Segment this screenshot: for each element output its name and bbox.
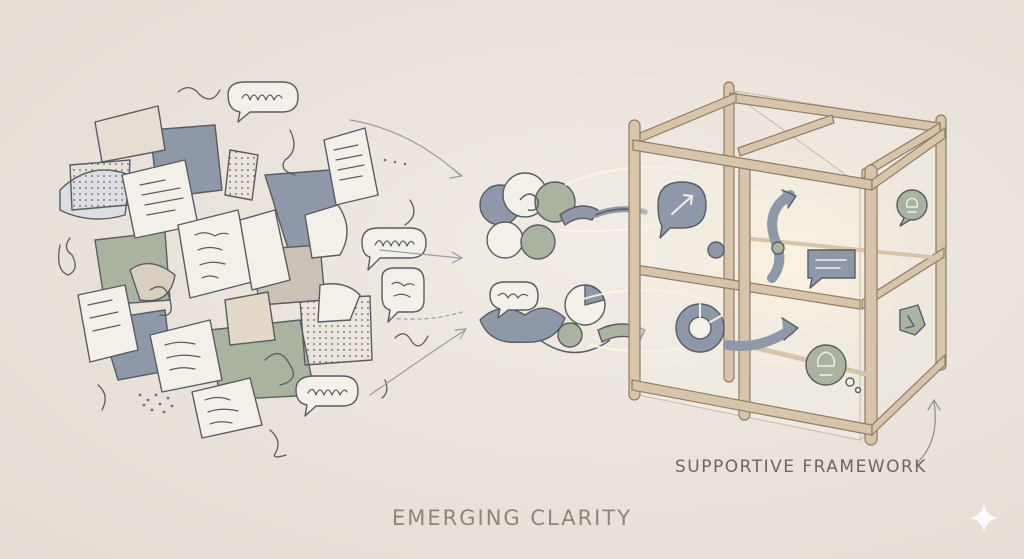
wooden-rail [737, 114, 835, 157]
wooden-post [738, 164, 751, 421]
paper-sheet [149, 319, 223, 393]
label-pointer [917, 401, 936, 463]
dotted-scrap [69, 159, 131, 211]
forward-arrow-icon [723, 317, 799, 351]
framework-label: SUPPORTIVE FRAMEWORK [675, 457, 927, 477]
paper-sheet [77, 284, 139, 363]
arrow-speech-bubble-icon [657, 181, 707, 239]
pie-segment-icon [675, 303, 725, 353]
dot-icon [771, 241, 785, 255]
wooden-rail [861, 246, 945, 311]
chaotic-paper-pile [57, 81, 429, 458]
wooden-post [935, 114, 947, 371]
paper-sheet [304, 204, 348, 259]
lightbulb-bubble-icon [805, 344, 862, 394]
supportive-framework [628, 81, 947, 463]
wooden-rail [871, 126, 946, 192]
dot-icon [707, 241, 725, 259]
paper-sheet [121, 159, 199, 239]
speech-bubble-icon [381, 267, 425, 323]
paper-sheet [317, 283, 361, 323]
wooden-rail [639, 92, 737, 143]
chat-message-icon [807, 249, 856, 289]
wooden-post [723, 81, 735, 383]
curved-arrow-icon [767, 189, 797, 283]
sparkle-icon [967, 501, 1001, 535]
flow-arrows [349, 119, 468, 396]
lightbulb-bubble-icon [896, 189, 928, 227]
paper-sheet [94, 105, 166, 163]
paper-sheet [191, 377, 263, 439]
dotted-scrap [224, 149, 259, 201]
down-arrow-icon [899, 304, 926, 336]
label-pointer-head [927, 398, 941, 411]
clarifying-cluster-upper [479, 172, 648, 260]
scribble-lines [57, 87, 429, 458]
clarity-label: EMERGING CLARITY [392, 506, 633, 530]
paper-sheet [239, 209, 291, 291]
speech-bubble-icon [295, 375, 359, 417]
paper-sheet [323, 127, 379, 206]
speech-bubble-icon [227, 81, 299, 123]
scrap-shape [129, 262, 176, 302]
wooden-rail [871, 353, 946, 437]
wooden-post [628, 119, 641, 401]
wooden-post [864, 164, 878, 446]
speech-bubble-icon [361, 227, 427, 271]
dot-cluster [138, 158, 407, 414]
paper-sheet [224, 291, 276, 346]
clarifying-cluster-lower [479, 281, 646, 354]
